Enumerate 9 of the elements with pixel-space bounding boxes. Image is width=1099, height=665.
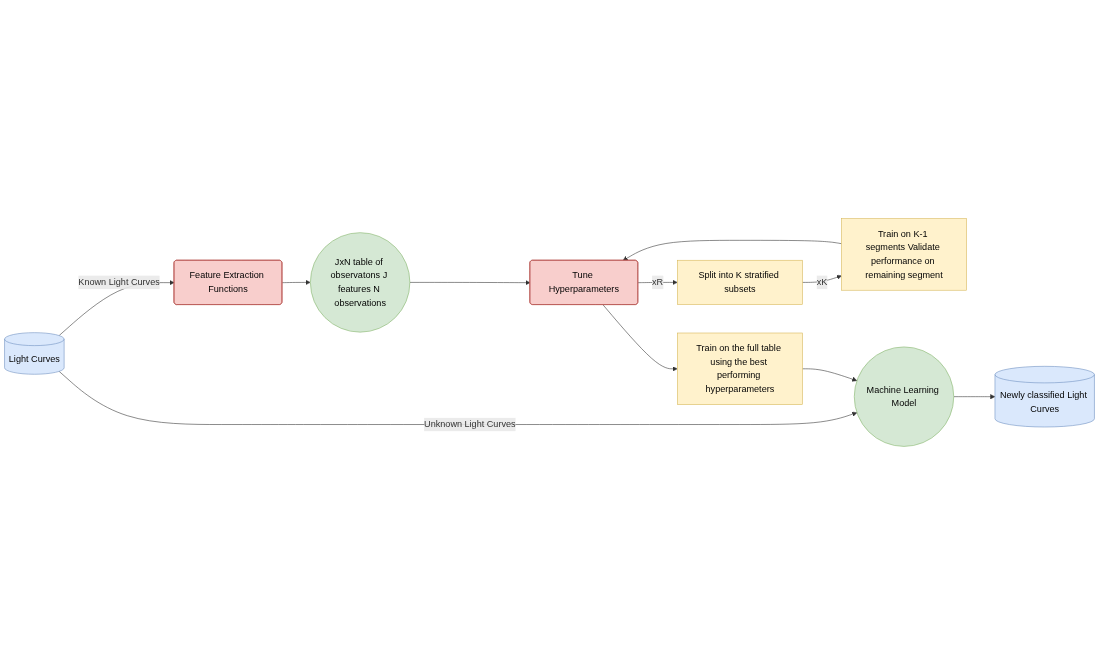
edge-label: Known Light Curves	[78, 277, 160, 287]
edge-label: xK	[816, 277, 828, 287]
node-box: Split into K stratified subsets	[677, 259, 803, 305]
node-circle: JxN table of observatons J features N observations	[310, 232, 411, 333]
node-circle: Machine Learning Model	[854, 346, 955, 447]
edge-label: Unknown Light Curves	[424, 419, 516, 430]
node-box: Train on the full table using the best performing hyperparameters	[677, 332, 803, 405]
edge-label: xR	[652, 277, 664, 287]
node-box: Train on K-1 segments Validate performance on remaining segment	[841, 218, 967, 291]
